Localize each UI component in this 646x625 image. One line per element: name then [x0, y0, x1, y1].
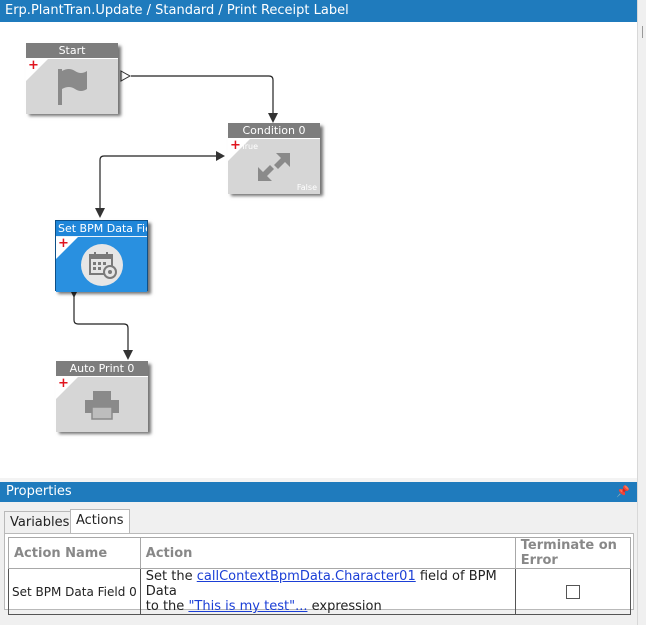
add-icon[interactable]: + [28, 58, 39, 73]
printer-icon [85, 390, 119, 420]
right-scroll-strip[interactable] [637, 0, 646, 625]
pin-icon[interactable]: 📌 [616, 485, 630, 498]
strip-marker [642, 26, 643, 38]
table-row[interactable]: Set BPM Data Field 0 Set the callContext… [8, 568, 632, 615]
field-link[interactable]: callContextBpmData.Character01 [196, 569, 416, 584]
start-node-header: Start [26, 43, 118, 59]
action-text: expression [307, 599, 382, 614]
start-node-body: + [26, 59, 118, 114]
action-text: Set the [145, 569, 197, 584]
column-header-action-name[interactable]: Action Name [8, 537, 141, 569]
true-label: True [241, 142, 258, 151]
column-header-terminate-on-error[interactable]: Terminate on Error [514, 537, 632, 569]
node-corner [26, 59, 48, 81]
set-field-node-header: Set BPM Data Field [56, 221, 147, 237]
calendar-gear-icon [80, 243, 123, 286]
terminate-on-error-cell [514, 568, 632, 615]
tab-actions[interactable]: Actions [70, 509, 130, 534]
tab-variables[interactable]: Variables [4, 511, 76, 533]
panel-splitter[interactable] [0, 478, 637, 482]
add-icon[interactable]: + [58, 236, 69, 251]
terminate-on-error-checkbox[interactable] [565, 584, 580, 599]
actions-table: Action Name Action Terminate on Error Se… [8, 537, 632, 615]
start-node[interactable]: Start + [26, 43, 118, 114]
table-header-row: Action Name Action Terminate on Error [8, 537, 632, 569]
expression-link[interactable]: "This is my test"... [188, 599, 308, 614]
set-bpm-data-field-node[interactable]: Set BPM Data Field + [55, 220, 148, 292]
properties-panel-title: Properties 📌 [0, 482, 637, 502]
node-corner [228, 139, 250, 161]
condition-node-header: Condition 0 [228, 123, 320, 139]
auto-print-node-body: + [56, 377, 148, 432]
add-icon[interactable]: + [58, 376, 69, 391]
set-field-node-body: + [56, 237, 147, 292]
auto-print-node[interactable]: Auto Print 0 + [56, 361, 148, 432]
condition-node-body: + True False [228, 139, 320, 194]
actions-table-container: Action Name Action Terminate on Error Se… [4, 533, 634, 615]
add-icon[interactable]: + [230, 138, 241, 153]
action-text: to the [145, 599, 189, 614]
branch-arrows-icon [258, 152, 290, 181]
action-line-2: to the "This is my test"... expression [146, 599, 510, 614]
action-text: field of BPM Data [145, 569, 497, 599]
action-name-cell[interactable]: Set BPM Data Field 0 [8, 568, 141, 615]
properties-panel: Variables Actions Action Name Action Ter… [0, 502, 637, 625]
column-header-action[interactable]: Action [139, 537, 516, 569]
action-line-1: Set the callContextBpmData.Character01 f… [146, 569, 510, 599]
auto-print-node-header: Auto Print 0 [56, 361, 148, 377]
action-description-cell: Set the callContextBpmData.Character01 f… [139, 568, 516, 615]
false-label: False [296, 183, 317, 192]
designer-title: Erp.PlantTran.Update / Standard / Print … [0, 0, 637, 22]
properties-title-text: Properties [6, 484, 72, 499]
condition-node[interactable]: Condition 0 + True False [228, 123, 320, 194]
flag-icon [58, 68, 87, 105]
node-corner [56, 237, 78, 259]
node-corner [56, 377, 78, 399]
